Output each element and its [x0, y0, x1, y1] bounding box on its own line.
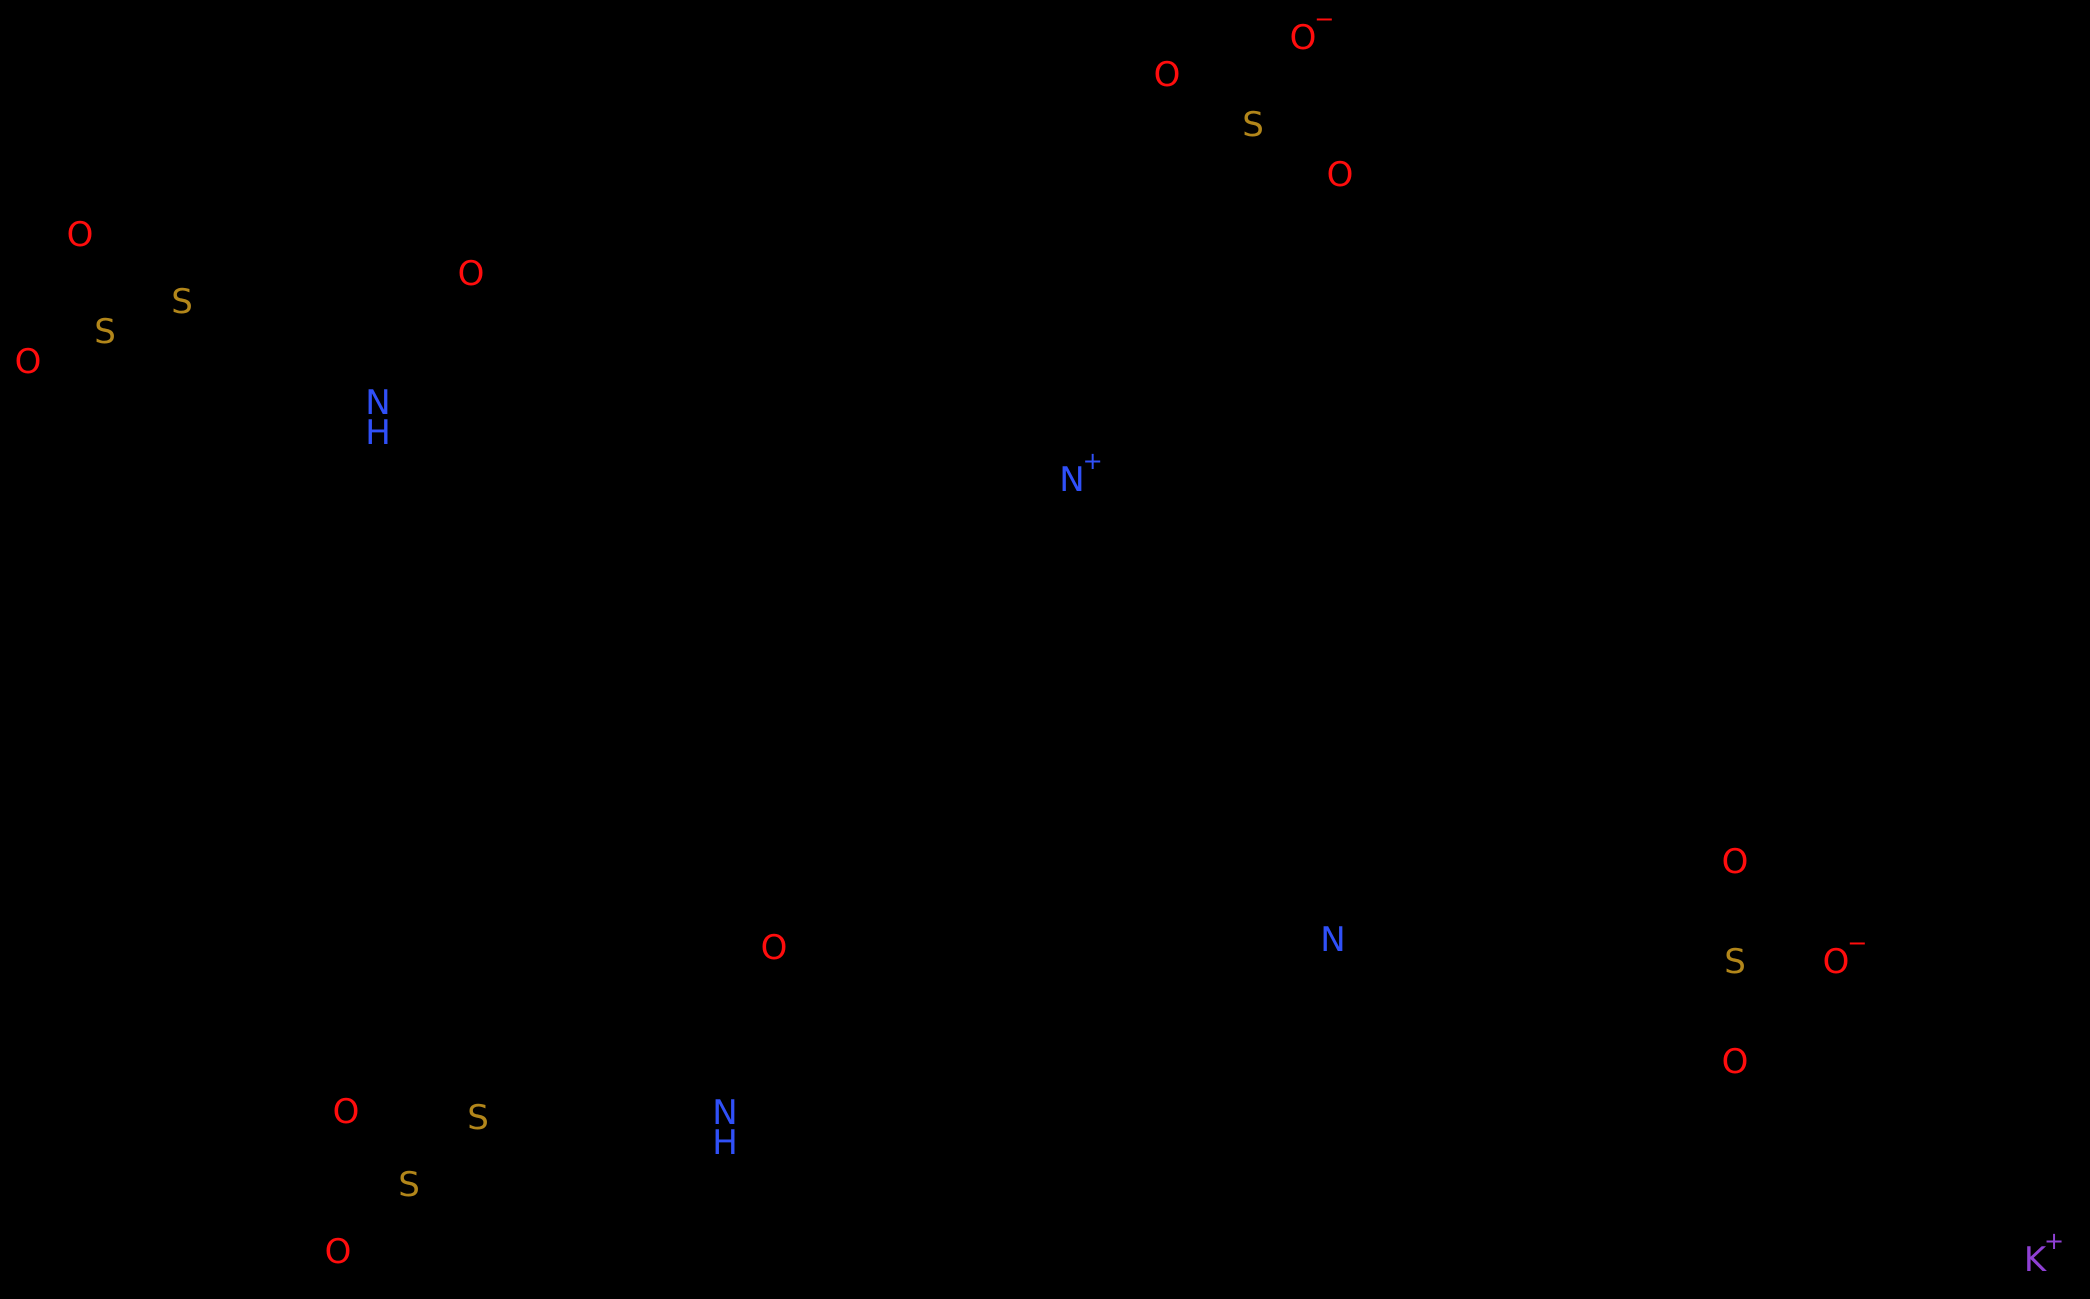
charge-label: −: [1314, 5, 1335, 33]
atom-o: O: [1722, 1045, 1749, 1079]
atom-n-charged: N+: [1059, 449, 1102, 500]
atom-label: S: [1724, 942, 1746, 982]
atom-label: N: [1059, 460, 1085, 500]
atom-label: S: [94, 312, 116, 352]
atom-label: O: [1822, 942, 1850, 982]
atom-label: K: [2023, 1240, 2047, 1280]
atom-label: N: [365, 383, 391, 423]
atom-label: O: [1153, 55, 1181, 95]
atom-o: O: [15, 345, 42, 379]
atom-label: N: [712, 1093, 738, 1133]
charge-label: −: [1847, 929, 1868, 957]
atom-o: O: [1722, 845, 1749, 879]
atom-k-charged: K+: [2023, 1229, 2064, 1280]
atom-s: S: [398, 1168, 420, 1202]
atom-label: S: [398, 1165, 420, 1205]
atom-label: O: [1289, 18, 1317, 58]
atom-o-charged: O−: [1289, 7, 1335, 58]
atom-o: O: [1154, 58, 1181, 92]
atom-o: O: [761, 931, 788, 965]
atom-label: O: [14, 342, 42, 382]
atom-s: S: [94, 315, 116, 349]
atom-label: O: [457, 254, 485, 294]
atom-label: O: [1721, 1042, 1749, 1082]
atom-o: O: [325, 1235, 352, 1269]
atom-o: O: [67, 218, 94, 252]
atom-label: N: [1320, 920, 1346, 960]
atom-label: S: [467, 1098, 489, 1138]
atom-s: S: [467, 1101, 489, 1135]
atom-label: O: [66, 215, 94, 255]
atom-label: O: [1326, 155, 1354, 195]
atom-o: O: [458, 257, 485, 291]
charge-label: +: [1082, 447, 1103, 475]
atom-o: O: [1327, 158, 1354, 192]
atom-o: O: [333, 1095, 360, 1129]
atom-n: N: [1320, 923, 1345, 957]
atom-s: S: [1724, 945, 1746, 979]
atom-s: S: [1242, 108, 1264, 142]
atom-label: O: [760, 928, 788, 968]
atom-label: O: [1721, 842, 1749, 882]
hydrogen-label: H: [365, 413, 391, 453]
charge-label: +: [2044, 1227, 2065, 1255]
atom-label: O: [324, 1232, 352, 1272]
atom-s: S: [171, 285, 193, 319]
atom-label: S: [171, 282, 193, 322]
atom-label: O: [332, 1092, 360, 1132]
atom-label: S: [1242, 105, 1264, 145]
atom-o-charged: O−: [1822, 931, 1868, 982]
hydrogen-label: H: [712, 1123, 738, 1163]
